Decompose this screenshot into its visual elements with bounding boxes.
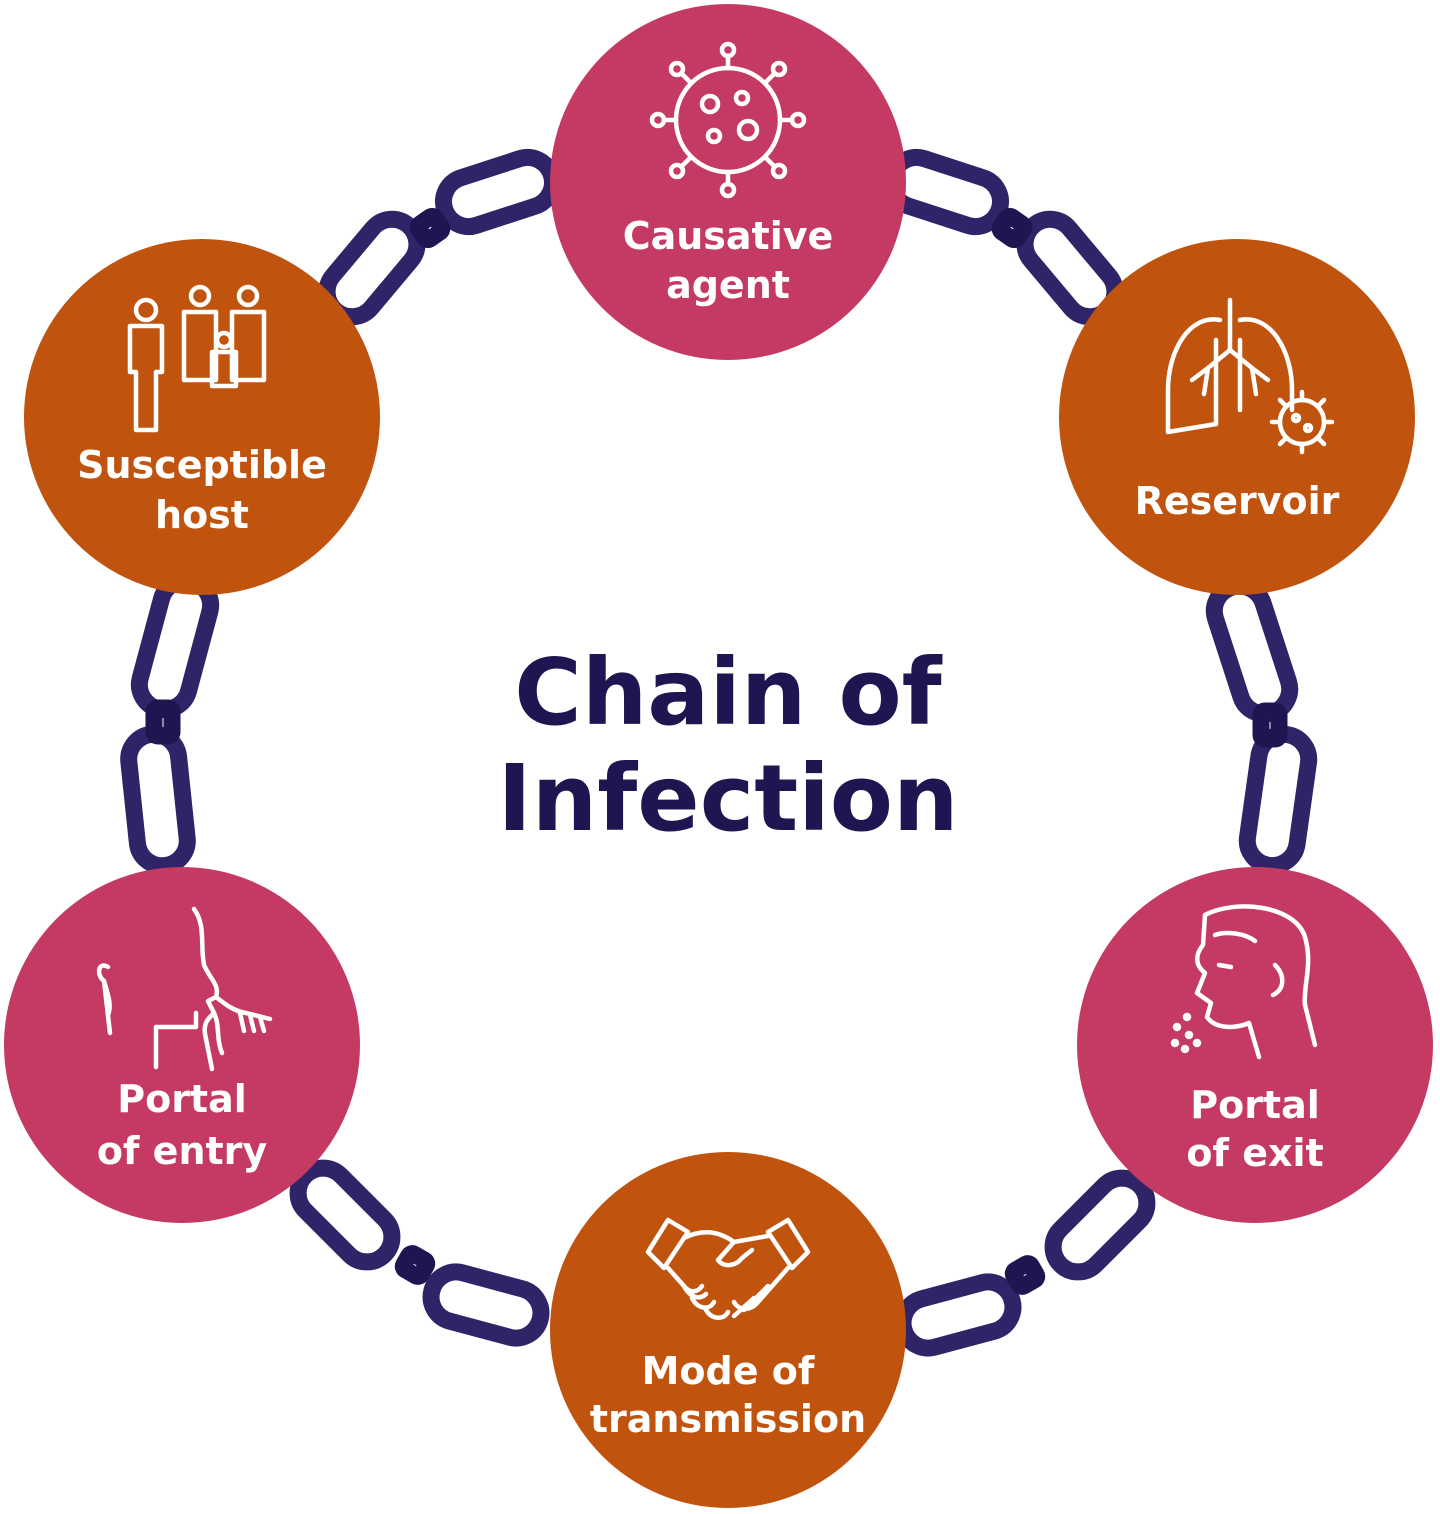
center-title-line-1: Chain of (514, 639, 942, 746)
node-label-line-2: transmission (590, 1397, 866, 1441)
chain-link-causative-reservoir (883, 148, 1124, 326)
chain-link-exit-mode (894, 1169, 1156, 1357)
family-icon (127, 284, 267, 433)
chain-link-entry-host (120, 571, 220, 875)
node-label-line-1: Portal (1190, 1083, 1320, 1127)
node-circle (1059, 239, 1415, 595)
node-susceptible-host: Susceptible host (24, 239, 380, 595)
node-label-line-2: of entry (97, 1129, 268, 1173)
lungs-icon (1165, 297, 1335, 455)
virus-icon (649, 41, 807, 199)
node-circle (4, 867, 360, 1223)
node-circle (24, 239, 380, 595)
node-label-line-2: agent (666, 263, 790, 307)
center-title-line-2: Infection (498, 745, 959, 852)
node-portal-of-entry: Portal of entry (4, 867, 360, 1223)
node-label-line-2: host (155, 493, 249, 537)
node-reservoir: Reservoir (1059, 239, 1415, 595)
inhalation-icon (96, 906, 273, 1072)
handshake-icon (645, 1217, 811, 1320)
chain-link-reservoir-exit (1205, 577, 1318, 875)
node-portal-of-exit: Portal of exit (1077, 867, 1433, 1223)
node-label-line-2: of exit (1186, 1131, 1323, 1175)
node-label-line-1: Portal (117, 1077, 247, 1121)
node-causative-agent: Causative agent (550, 4, 906, 360)
node-label-line-1: Reservoir (1135, 479, 1340, 523)
node-label-line-1: Mode of (642, 1349, 815, 1393)
node-mode-of-transmission: Mode of transmission (550, 1152, 906, 1508)
node-circle (550, 1152, 906, 1508)
node-label-line-1: Causative (623, 214, 834, 258)
chain-link-mode-entry (289, 1159, 550, 1347)
chain-link-host-causative (318, 148, 561, 326)
coughing-person-icon (1170, 904, 1318, 1060)
node-label-line-1: Susceptible (77, 443, 327, 487)
center-title: Chain of Infection (498, 639, 959, 852)
